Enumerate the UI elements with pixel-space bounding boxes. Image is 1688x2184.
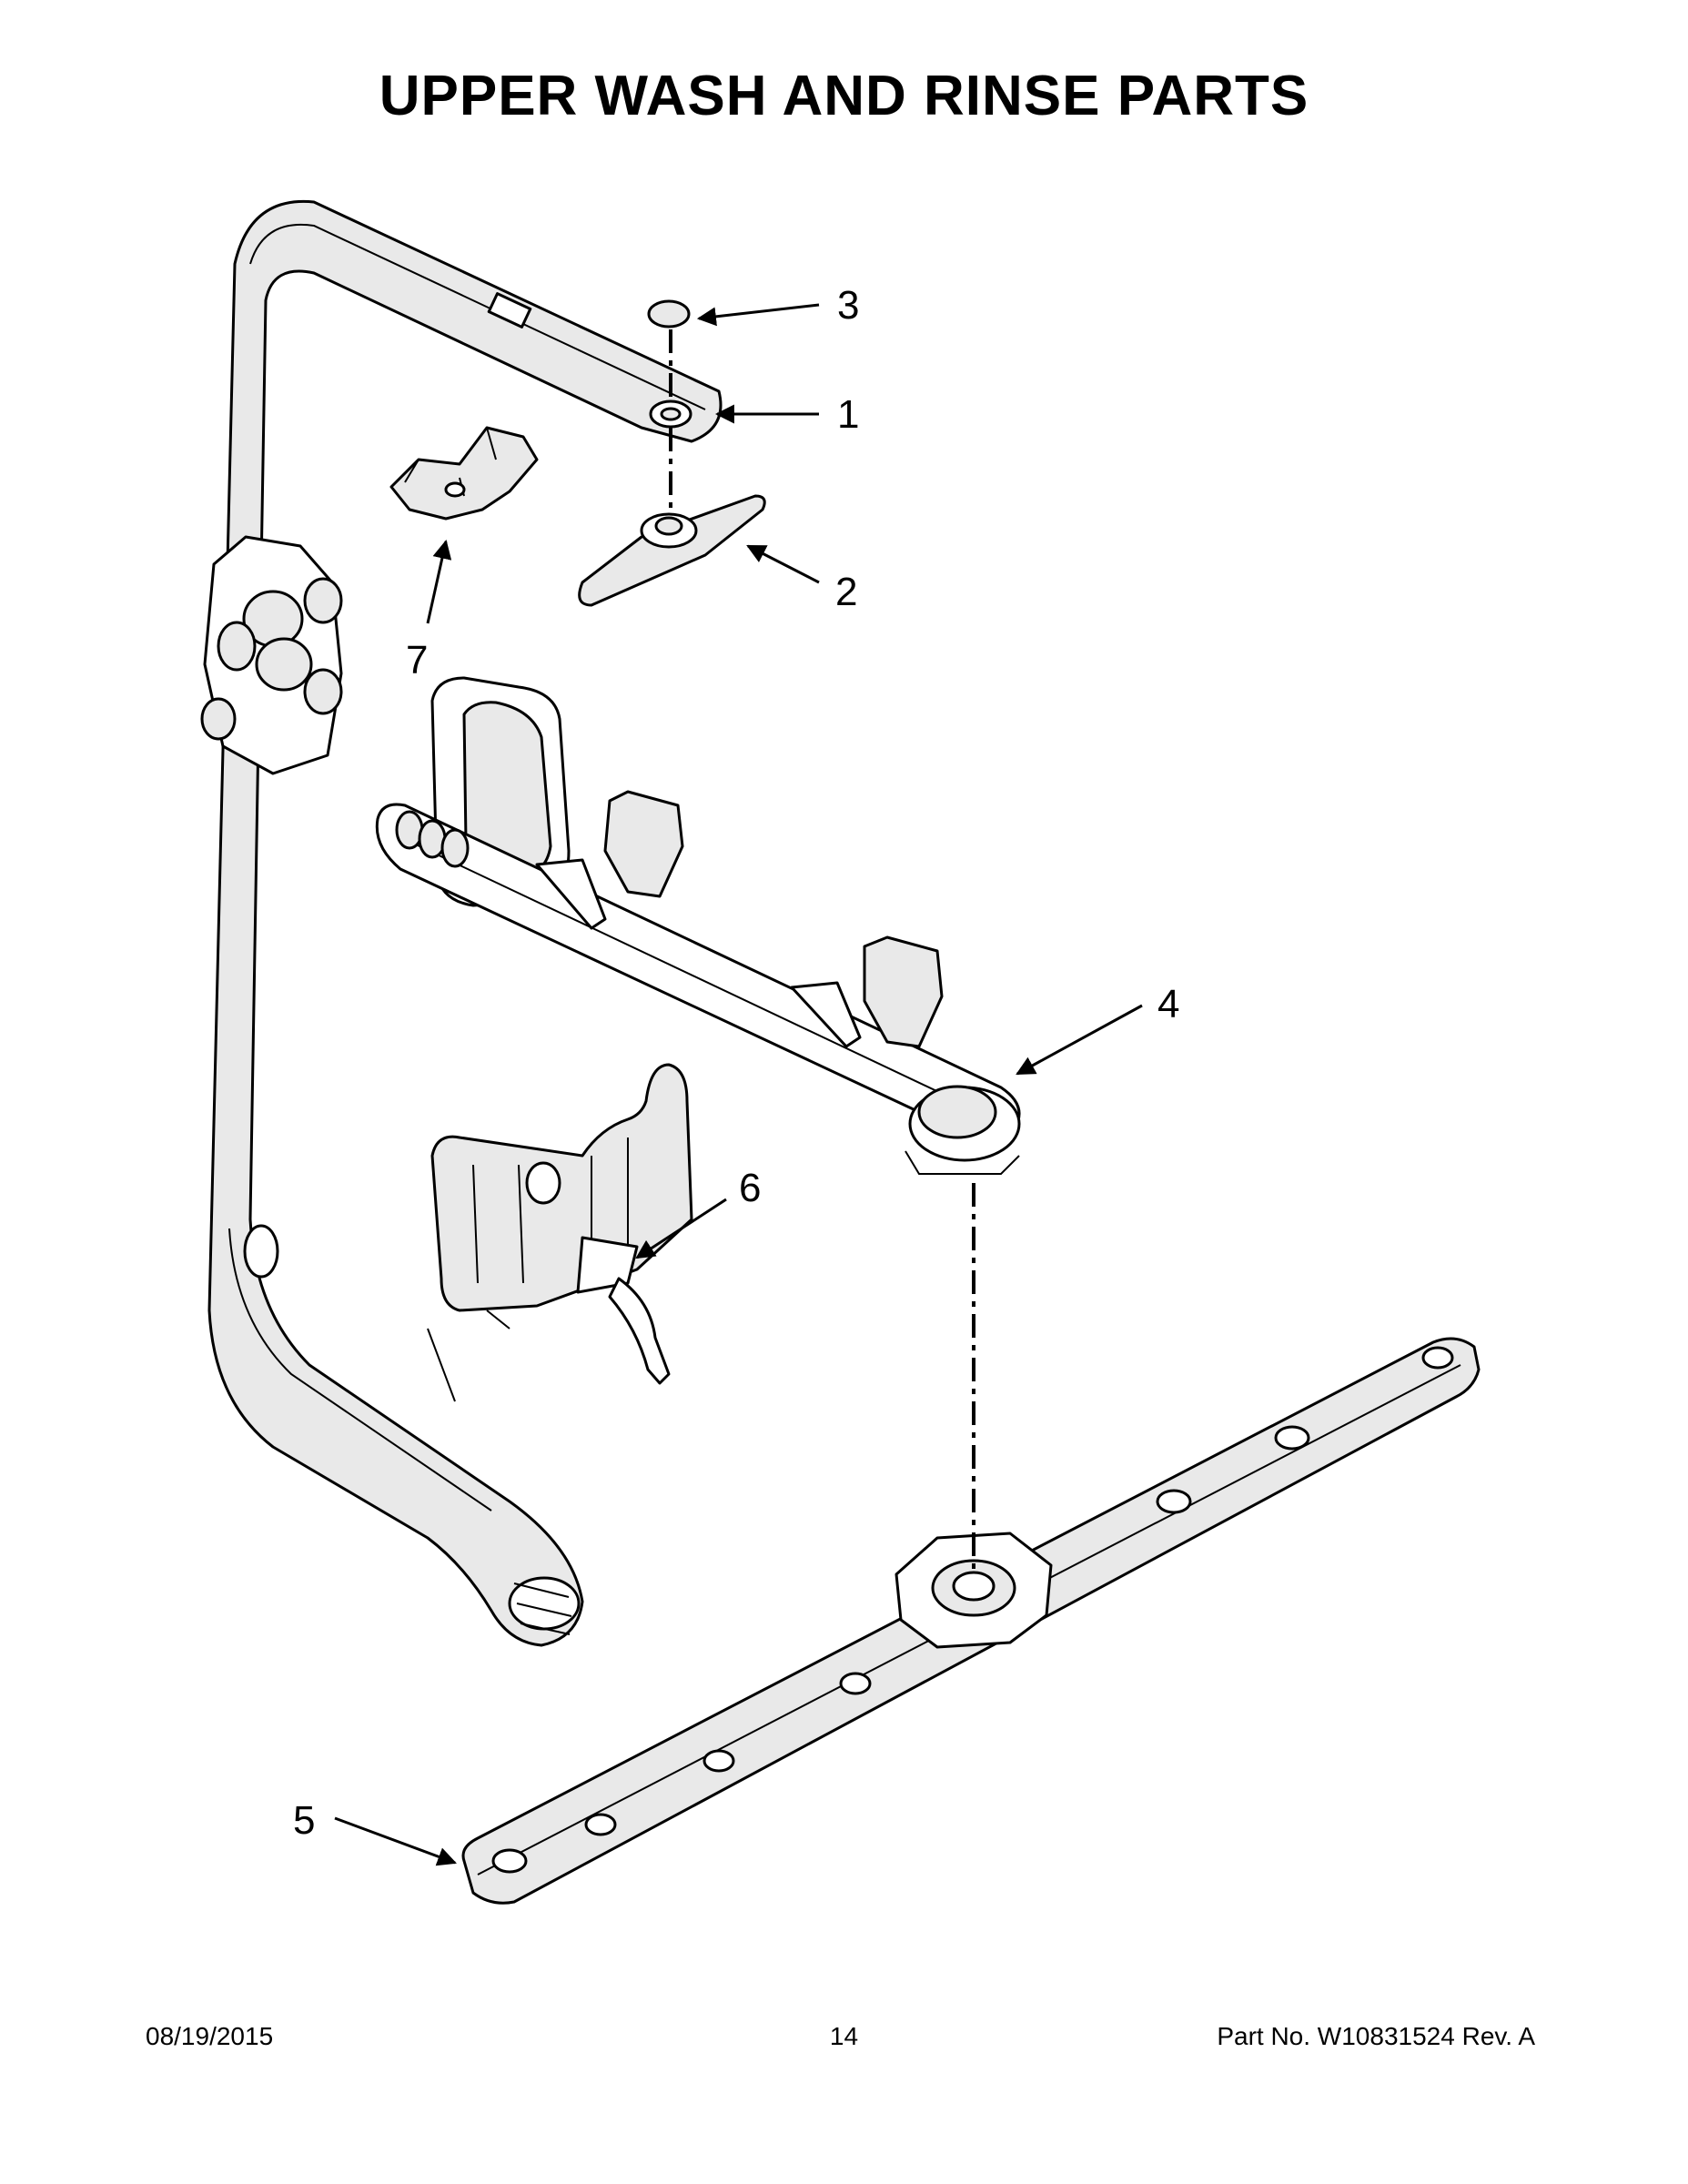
supply-tube-part [200,199,723,1647]
clip-part [389,426,539,521]
callout-4: 4 [1157,982,1179,1026]
footer-date: 08/19/2015 [146,2022,274,2050]
lower-spray-arm-part [461,1337,1481,1905]
callout-6: 6 [739,1166,761,1210]
callout-2: 2 [835,570,857,614]
jet-plate-part [430,1063,693,1385]
footer-page-number: 14 [829,2022,859,2050]
callout-5: 5 [293,1798,315,1843]
upper-spray-arm-part [578,494,766,607]
cap-part [647,299,691,329]
callout-3: 3 [837,283,859,328]
callout-7: 7 [406,638,428,682]
callout-1: 1 [837,392,859,437]
callout-leaders [334,303,1143,1866]
assembly-centerlines [669,329,975,1574]
tube-hub [649,399,692,429]
manifold-part [375,676,1021,1175]
footer-part-number: Part No. W10831524 Rev. A [1217,2022,1535,2050]
page-title: UPPER WASH AND RINSE PARTS [379,65,1309,127]
